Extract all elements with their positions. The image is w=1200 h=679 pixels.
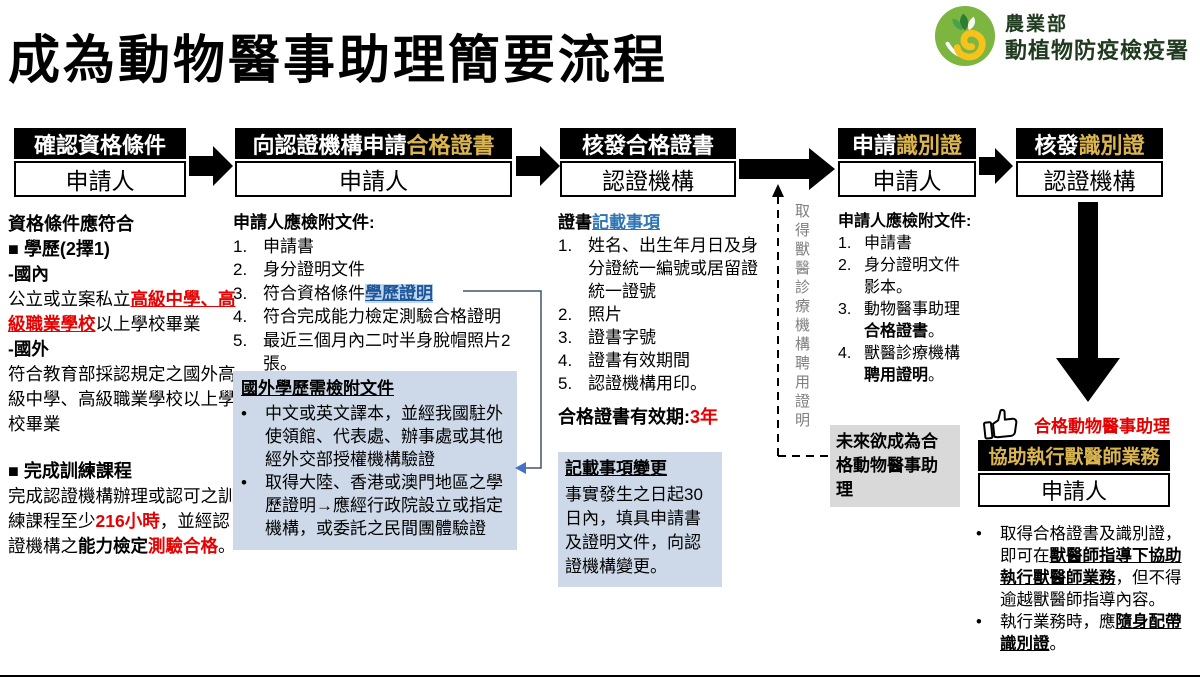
certificate-items-list: 證書記載事項 1.姓名、出生年月日及身分證統一編號或居留證統一證號 2.照片 3…: [558, 211, 782, 395]
training-heading: ■ 完成訓練課程: [8, 461, 132, 481]
list-item: 2.身分證明文件: [233, 260, 365, 279]
page-title: 成為動物醫事助理簡要流程: [8, 32, 669, 90]
flow-step-issue-certificate: 核發合格證書 認證機構: [560, 128, 736, 197]
future-intent-panel: 未來欲成為合格動物醫事助理: [830, 425, 960, 507]
list-item: 3.證書字號: [558, 328, 656, 347]
apply-docs-list: 申請人應檢附文件: 1.申請書 2.身分證明文件 3.符合資格條件學歷證明 4.…: [233, 211, 525, 376]
id-docs-heading: 申請人應檢附文件:: [838, 213, 972, 230]
flow-step-5-title: 核發識別證: [1016, 128, 1163, 159]
flow-step-1-actor: 申請人: [14, 161, 186, 197]
flow-step-confirm-qualification: 確認資格條件 申請人: [14, 128, 186, 197]
list-item: 2.照片: [558, 305, 622, 324]
list-item: •取得合格證書及識別證，即可在獸醫師指導下協助執行獸醫師業務，但不得逾越獸醫師指…: [976, 525, 1182, 609]
agency-logo: 農業部 動植物防疫檢疫署: [934, 5, 1189, 67]
agency-logo-icon: [934, 5, 996, 67]
domestic-text: 公立或立案私立高級中學、高級職業學校以上學校畢業: [8, 289, 236, 334]
agency-name-line1: 農業部: [1005, 13, 1069, 35]
apply-docs-heading: 申請人應檢附文件:: [233, 213, 375, 232]
list-item: •中文或英文譯本，並經我國駐外使領館、代表處、辦事處或其他經外交部授權機構驗證: [241, 404, 503, 469]
foreign-label: -國外: [8, 339, 49, 359]
flow-step-5-actor: 認證機構: [1016, 161, 1163, 197]
id-docs-list: 申請人應檢附文件: 1.申請書 2.身分證明文件影本。 3.動物醫事助理合格證書…: [838, 211, 986, 387]
flow-step-1-title: 確認資格條件: [14, 128, 186, 159]
list-item: •取得大陸、香港或澳門地區之學歷證明→應經行政院設立或指定機構，或委託之民間團體…: [241, 473, 503, 538]
domestic-label: -國內: [8, 264, 49, 284]
education-heading: ■ 學歷(2擇1): [8, 239, 110, 259]
list-item: 4.獸醫診療機構聘用證明。: [838, 345, 961, 384]
qualification-heading: 資格條件應符合: [8, 214, 134, 234]
change-panel: 記載事項變更 事實發生之日起30日內，填具申請書及證明文件，向認證機構變更。: [558, 452, 722, 587]
foreign-text: 符合教育部採認規定之國外高級中學、高級職業學校以上學校畢業: [8, 364, 236, 434]
flow-step-4-title: 申請識別證: [838, 128, 976, 159]
flow-step-2-actor: 申請人: [235, 161, 512, 197]
change-panel-body: 事實發生之日起30日內，填具申請書及證明文件，向認證機構變更。: [565, 485, 703, 576]
flow-arrow-3-long-icon: [739, 148, 835, 190]
flow-step-apply-certificate: 向認證機構申請合格證書 申請人: [235, 128, 512, 197]
flow-step-issue-id: 核發識別證 認證機構: [1016, 128, 1163, 197]
flow-arrow-4-icon: [979, 148, 1013, 184]
list-item: 1.申請書: [838, 235, 913, 252]
agency-name: 農業部 動植物防疫檢疫署: [1005, 5, 1189, 65]
certificate-heading: 證書記載事項: [558, 213, 660, 232]
flow-step-3-title: 核發合格證書: [560, 128, 736, 159]
education-proof-link: 學歷證明: [365, 283, 433, 303]
list-item: •執行業務時，應隨身配帶識別證。: [976, 613, 1182, 653]
list-item: 4.符合完成能力檢定測驗合格證明: [233, 307, 501, 326]
flow-step-3-actor: 認證機構: [560, 161, 736, 197]
list-item: 5.認證機構用印。: [558, 374, 707, 393]
list-item: 3.符合資格條件學歷證明: [233, 283, 433, 303]
thumbs-up-icon: [983, 408, 1018, 440]
bottom-divider: [0, 675, 1200, 677]
flow-arrow-2-icon: [516, 146, 560, 186]
change-panel-heading: 記載事項變更: [565, 459, 667, 478]
list-item: 1.申請書: [233, 236, 314, 256]
list-item: 4.證書有效期間: [558, 351, 690, 370]
foreign-docs-heading: 國外學歷需檢附文件: [241, 379, 394, 398]
dashed-feedback-arrow: [772, 184, 830, 457]
agency-name-line2: 動植物防疫檢疫署: [1005, 37, 1190, 64]
qualification-notes: 資格條件應符合 ■ 學歷(2擇1) -國內 公立或立案私立高級中學、高級職業學校…: [8, 212, 240, 559]
list-item: 3.動物醫事助理合格證書。: [838, 301, 961, 340]
validity-note: 合格證書有效期:3年: [558, 407, 719, 427]
flow-arrow-down-icon: [1056, 202, 1120, 402]
result-step-title: 協助執行獸醫師業務: [978, 440, 1170, 471]
flow-step-apply-id: 申請識別證 申請人: [838, 128, 976, 197]
list-item: 2.身分證明文件影本。: [838, 257, 961, 296]
result-notes: •取得合格證書及識別證，即可在獸醫師指導下協助執行獸醫師業務，但不得逾越獸醫師指…: [976, 523, 1200, 655]
list-item: 5.最近三個月內二吋半身脫帽照片2張。: [233, 330, 511, 374]
employment-vertical-note: 取得獸醫診療機構聘用證明: [793, 203, 810, 431]
qualified-label: 合格動物醫事助理: [1034, 417, 1170, 436]
flow-step-4-actor: 申請人: [838, 161, 976, 197]
list-item: 1.姓名、出生年月日及身分證統一編號或居留證統一證號: [558, 236, 758, 301]
flow-arrow-1-icon: [189, 146, 233, 186]
connector-line-education-proof: [463, 290, 542, 474]
result-step-actor: 申請人: [978, 473, 1170, 507]
training-text: 完成認證機構辦理或認可之訓練課程至少216小時，並經認證機構之能力檢定測驗合格。: [8, 486, 236, 556]
foreign-docs-panel: 國外學歷需檢附文件 •中文或英文譯本，並經我國駐外使領館、代表處、辦事處或其他經…: [233, 371, 517, 550]
result-step: 協助執行獸醫師業務 申請人: [978, 440, 1170, 507]
flow-step-2-title: 向認證機構申請合格證書: [235, 128, 512, 159]
